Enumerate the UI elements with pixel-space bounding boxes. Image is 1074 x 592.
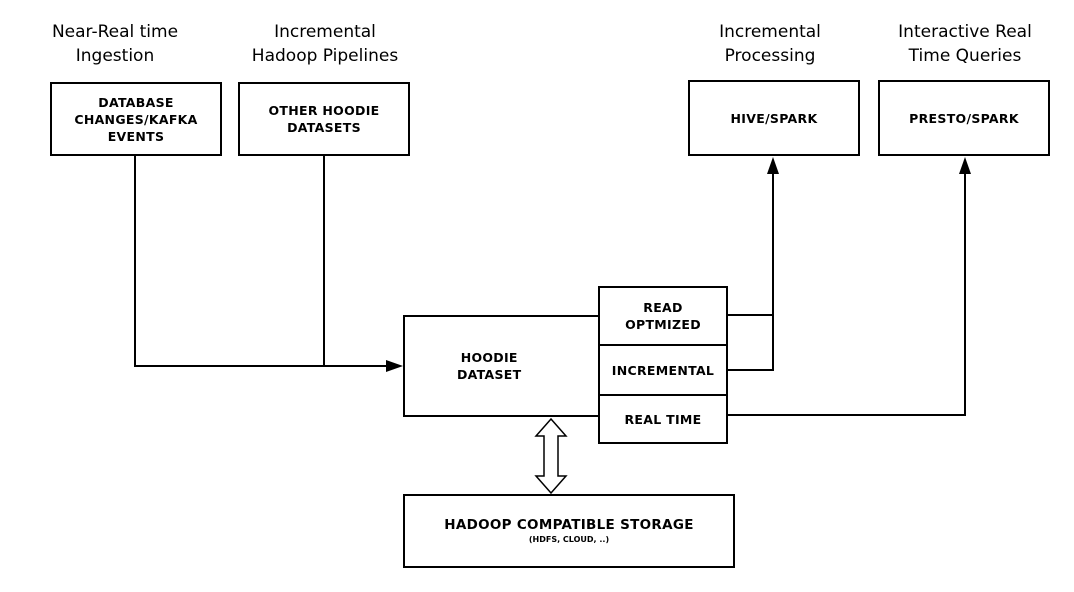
double-arrow-storage-icon (534, 417, 568, 495)
arrow-into-dataset-icon (386, 360, 403, 372)
connector-real-time-right (728, 414, 966, 416)
consumer-hive-spark-text: HIVE/SPARK (730, 110, 818, 126)
label-incremental-processing: Incremental Processing (719, 22, 821, 66)
view-real-time-text: REAL TIME (624, 411, 702, 427)
connector-sources-to-dataset (134, 365, 389, 367)
consumer-hive-spark-box: HIVE/SPARK (688, 80, 860, 156)
view-incremental-text: INCREMENTAL (611, 362, 715, 378)
label-near-real-time-ingestion: Near-Real time Ingestion (51, 22, 179, 66)
arrow-up-presto-icon (959, 157, 971, 174)
view-real-time-box: REAL TIME (598, 394, 728, 444)
label-incremental-hadoop-pipelines: Incremental Hadoop Pipelines (251, 22, 399, 66)
connector-incremental-right (728, 369, 774, 371)
hoodie-dataset-text: HOODIE DATASET (457, 350, 522, 382)
view-incremental-box: INCREMENTAL (598, 344, 728, 396)
hadoop-storage-subtitle: (HDFS, CLOUD, ..) (528, 535, 610, 544)
hadoop-storage-box: HADOOP COMPATIBLE STORAGE (HDFS, CLOUD, … (403, 494, 735, 568)
source-other-hoodie-datasets-box: OTHER HOODIE DATASETS (238, 82, 410, 156)
connector-presto-up (964, 170, 966, 416)
view-read-optimized-text: READ OPTMIZED (625, 300, 701, 332)
hoodie-dataset-box: HOODIE DATASET (403, 315, 601, 417)
consumer-presto-spark-text: PRESTO/SPARK (909, 110, 1019, 126)
connector-other-down (323, 156, 325, 366)
connector-read-optimized-right (728, 314, 774, 316)
arrow-up-hive-icon (767, 157, 779, 174)
source-other-hoodie-datasets-text: OTHER HOODIE DATASETS (268, 103, 380, 135)
consumer-presto-spark-box: PRESTO/SPARK (878, 80, 1050, 156)
view-read-optimized-box: READ OPTMIZED (598, 286, 728, 346)
connector-hive-up (772, 170, 774, 371)
connector-db-down (134, 156, 136, 366)
hadoop-storage-title: HADOOP COMPATIBLE STORAGE (444, 517, 694, 533)
source-database-changes-box: DATABASE CHANGES/KAFKA EVENTS (50, 82, 222, 156)
source-database-changes-text: DATABASE CHANGES/KAFKA EVENTS (74, 94, 198, 144)
label-interactive-real-time-queries: Interactive Real Time Queries (898, 22, 1032, 66)
